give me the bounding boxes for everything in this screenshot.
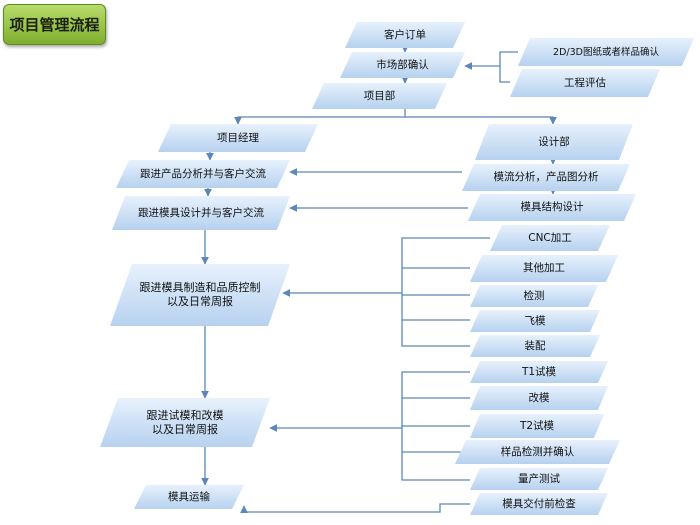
node-mold-structure-design: 模具结构设计: [468, 194, 636, 221]
node-pre-delivery-check: 模具交付前检查: [470, 493, 608, 515]
node-design-dept: 设计部: [475, 124, 633, 160]
connector-drawing: [499, 51, 518, 66]
arrow-project-to-design: [405, 116, 557, 125]
node-follow-trial: 跟进试模和改模 以及日常周报: [100, 398, 270, 447]
node-mold-transport: 模具运输: [134, 485, 244, 509]
connector-eval: [499, 66, 510, 83]
node-fly-mold: 飞模: [470, 310, 600, 332]
node-mass-test: 量产测试: [470, 468, 608, 490]
node-sample-check: 样品检测并确认: [455, 440, 620, 464]
node-inspection: 检测: [470, 285, 598, 307]
node-t1-trial: T1试模: [470, 361, 608, 383]
node-project-manager: 项目经理: [158, 124, 318, 152]
diagram-title: 项目管理流程: [3, 4, 106, 45]
node-mold-flow-analysis: 模流分析，产品图分析: [462, 164, 630, 191]
node-cnc: CNC加工: [490, 225, 610, 251]
node-customer-order: 客户订单: [345, 22, 465, 48]
arrow-project-to-pm: [234, 109, 406, 125]
node-engineering-eval: 工程评估: [510, 69, 660, 97]
node-other-process: 其他加工: [470, 255, 618, 282]
node-market-confirm: 市场部确认: [340, 52, 465, 78]
arrow-delivery-to-transport: [240, 503, 470, 514]
node-t2-trial: T2试模: [470, 414, 604, 438]
node-modify-mold: 改模: [470, 386, 608, 410]
node-assembly: 装配: [470, 335, 600, 357]
node-follow-manufacturing: 跟进模具制造和品质控制 以及日常周报: [110, 264, 290, 326]
node-drawing-confirm: 2D/3D图纸或者样品确认: [518, 38, 694, 66]
node-follow-analysis: 跟进产品分析并与客户交流: [116, 160, 290, 188]
node-follow-design: 跟进模具设计并与客户交流: [112, 196, 290, 230]
mfg-bracket: [401, 237, 490, 347]
node-project-dept: 项目部: [312, 83, 447, 109]
